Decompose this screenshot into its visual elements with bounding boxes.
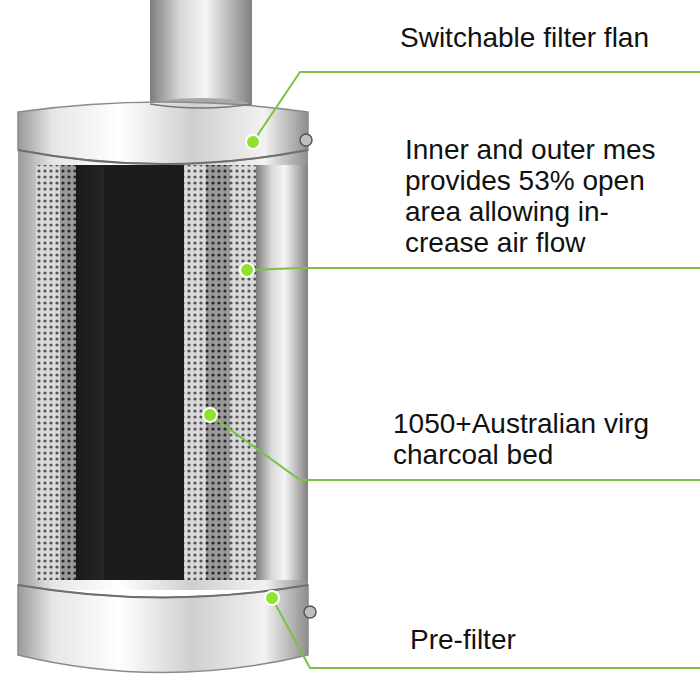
outer-mesh xyxy=(36,165,60,580)
callout-dot xyxy=(240,263,254,277)
outer-mesh xyxy=(230,165,256,580)
inner-mesh xyxy=(60,165,76,580)
callout-dot xyxy=(265,591,279,605)
leader-line xyxy=(247,268,700,270)
flange-pipe xyxy=(150,104,252,108)
callout-label: Pre-filter xyxy=(410,624,516,655)
flange-pipe xyxy=(150,0,252,106)
screw xyxy=(300,134,312,146)
screw xyxy=(304,606,316,618)
bottom-cap xyxy=(18,585,308,673)
callout-label: 1050+Australian virg charcoal bed xyxy=(393,408,670,470)
charcoal-layer xyxy=(206,165,230,580)
charcoal-bed xyxy=(104,165,184,580)
leader-line xyxy=(272,598,700,668)
callout-label: Inner and outer mes provides 53% open ar… xyxy=(405,134,682,258)
filter-shell xyxy=(18,150,308,590)
top-cap xyxy=(18,102,308,164)
leader-line xyxy=(253,72,700,142)
callout-dot xyxy=(203,408,217,422)
callout-dot xyxy=(246,135,260,149)
top-cap xyxy=(18,150,308,164)
callout-label: Switchable filter flan xyxy=(400,22,649,53)
charcoal-bed xyxy=(76,165,184,580)
pre-filter-sleeve xyxy=(256,165,308,580)
inner-mesh xyxy=(184,165,206,580)
